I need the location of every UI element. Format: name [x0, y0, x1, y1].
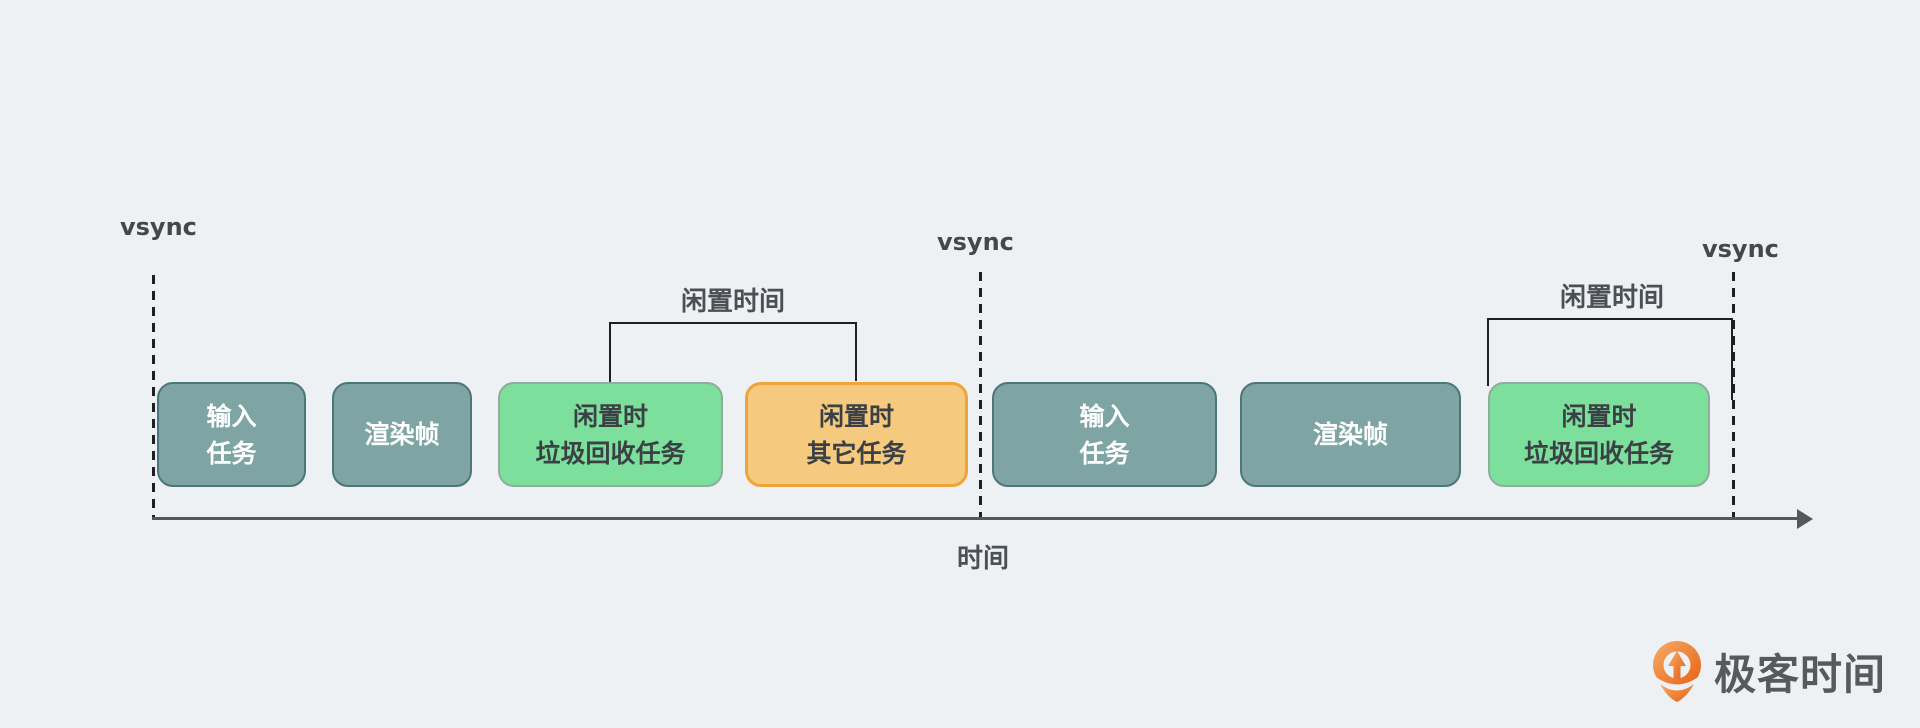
- idle-time-label-2: 闲置时间: [1559, 283, 1665, 313]
- vsync-line-1: [152, 275, 155, 519]
- vsync-line-2: [979, 272, 982, 519]
- time-axis-label: 时间: [956, 544, 1010, 574]
- idle-time-label-1: 闲置时间: [680, 287, 786, 317]
- task-block-input-2: 输入 任务: [992, 382, 1217, 487]
- time-axis-line: [152, 517, 1799, 520]
- task-block-idle-gc-2: 闲置时 垃圾回收任务: [1488, 382, 1710, 487]
- vsync-label-3: vsync: [1702, 235, 1779, 263]
- task-block-render-frame-1: 渲染帧: [332, 382, 472, 487]
- time-axis-arrowhead-icon: [1797, 509, 1813, 529]
- idle-time-bracket-2-left: [1487, 318, 1489, 386]
- geektime-logo-text: 极客时间: [1714, 650, 1887, 699]
- idle-time-bracket-1-left: [609, 322, 611, 384]
- geektime-logo: 极客时间: [1652, 640, 1886, 703]
- task-block-render-frame-2: 渲染帧: [1240, 382, 1461, 487]
- task-block-idle-gc-1: 闲置时 垃圾回收任务: [498, 382, 723, 487]
- vsync-label-1: vsync: [120, 213, 197, 241]
- idle-time-bracket-1-top: [609, 322, 857, 324]
- vsync-label-2: vsync: [937, 228, 1014, 256]
- geektime-logo-icon: [1652, 640, 1702, 703]
- task-block-input-1: 输入 任务: [157, 382, 306, 487]
- idle-time-bracket-2-right: [1731, 318, 1733, 400]
- idle-time-bracket-1-right: [855, 322, 857, 381]
- idle-time-bracket-2-top: [1487, 318, 1733, 320]
- vsync-line-3: [1732, 272, 1735, 519]
- task-block-idle-other: 闲置时 其它任务: [745, 382, 968, 487]
